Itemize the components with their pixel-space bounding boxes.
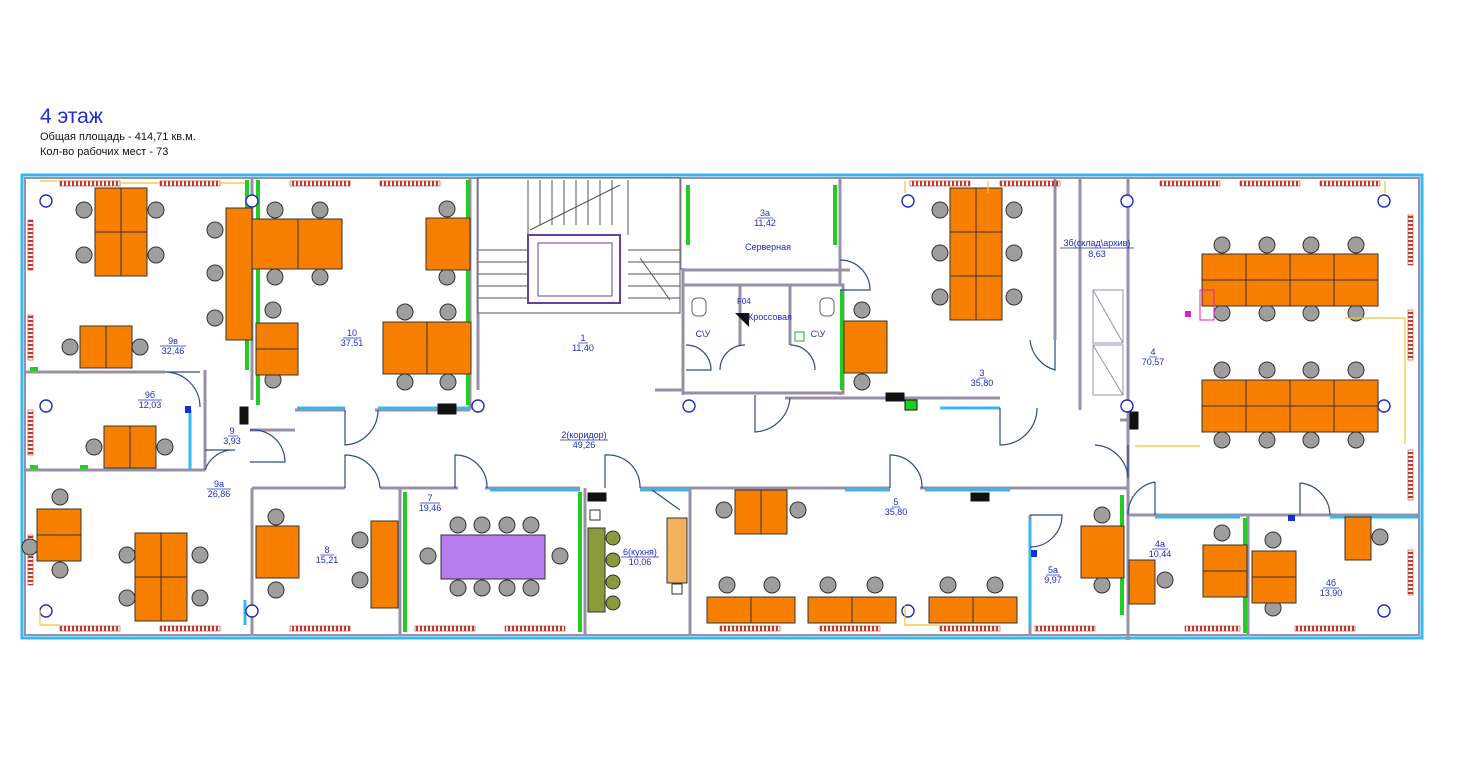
room-4a-number: 4а bbox=[1155, 539, 1165, 549]
room-7-area: 19,46 bbox=[419, 503, 442, 513]
room-4b-number: 4б bbox=[1326, 578, 1336, 588]
room-5a-number: 5а bbox=[1048, 565, 1058, 575]
room-9v-number: 9в bbox=[168, 336, 178, 346]
label-underlines bbox=[138, 217, 1339, 589]
room-3a-area: 11,42 bbox=[754, 218, 776, 228]
room-10-number: 10 bbox=[347, 328, 357, 338]
room-1-number: 1 bbox=[580, 333, 585, 343]
room-3a-number: 3а bbox=[760, 208, 770, 218]
equipment bbox=[239, 392, 1139, 502]
chairs bbox=[21, 200, 1389, 617]
room-3b-area: 8,63 bbox=[1088, 249, 1106, 259]
room-5-number: 5 bbox=[893, 497, 898, 507]
radiators-vertical bbox=[27, 214, 1414, 596]
workplaces-count-text: Кол-во рабочих мест - 73 bbox=[40, 146, 169, 158]
door-swings bbox=[164, 259, 1331, 548]
room-9-number: 9 bbox=[229, 426, 234, 436]
room-8-number: 8 bbox=[324, 545, 329, 555]
room-10-area: 37,51 bbox=[341, 338, 364, 348]
room-4a-area: 10,44 bbox=[1149, 549, 1172, 559]
floor-title: 4 этаж bbox=[40, 105, 103, 128]
network-markers bbox=[185, 289, 1295, 557]
room-labels: 9в 32,46 9б 12,03 9 3,93 9а 26,86 10 37,… bbox=[139, 208, 1343, 598]
room-7-number: 7 bbox=[427, 493, 432, 503]
cable-runs bbox=[39, 180, 1406, 626]
room-5a-area: 9,97 bbox=[1044, 575, 1062, 585]
room-9-area: 3,93 bbox=[223, 436, 241, 446]
room-6-number: 6(кухня) bbox=[623, 547, 657, 557]
room-6-area: 10,06 bbox=[629, 557, 652, 567]
desks bbox=[36, 187, 1379, 624]
cross-room-name: Кроссовая bbox=[748, 312, 792, 322]
radiators bbox=[59, 180, 1381, 632]
restroom-right-label: С\У bbox=[811, 329, 826, 339]
total-area-text: Общая площадь - 414,71 кв.м. bbox=[40, 131, 196, 143]
room-4-area: 70,57 bbox=[1142, 357, 1165, 367]
room-9b-area: 12,03 bbox=[139, 400, 162, 410]
room-2-number: 2(коридор) bbox=[561, 430, 606, 440]
room-3a-name: Серверная bbox=[745, 242, 791, 252]
outer-walls bbox=[20, 173, 1424, 640]
meeting-table bbox=[440, 534, 546, 580]
room-3b-number: 3б(склад\архив) bbox=[1064, 238, 1131, 248]
staircase bbox=[477, 177, 681, 314]
room-5-area: 35,80 bbox=[885, 507, 908, 517]
room-2-area: 49,26 bbox=[573, 440, 596, 450]
room-3-area: 35,80 bbox=[971, 378, 994, 388]
room-4-number: 4 bbox=[1150, 347, 1155, 357]
restrooms-block bbox=[681, 283, 845, 395]
cross-room-code: F04 bbox=[737, 297, 751, 306]
room-4b-area: 13,90 bbox=[1320, 588, 1343, 598]
room-9a-number: 9а bbox=[214, 479, 224, 489]
restroom-left-label: С\У bbox=[696, 329, 711, 339]
room-1-area: 11,40 bbox=[572, 343, 594, 353]
room-3-number: 3 bbox=[979, 368, 984, 378]
room-9a-area: 26,86 bbox=[208, 489, 231, 499]
room-9v-area: 32,46 bbox=[162, 346, 185, 356]
kitchen-fixtures bbox=[587, 509, 688, 613]
room-9b-number: 9б bbox=[145, 390, 155, 400]
storage-shelves bbox=[1092, 289, 1124, 396]
ceiling-points bbox=[39, 194, 1391, 618]
room-8-area: 15,21 bbox=[316, 555, 339, 565]
